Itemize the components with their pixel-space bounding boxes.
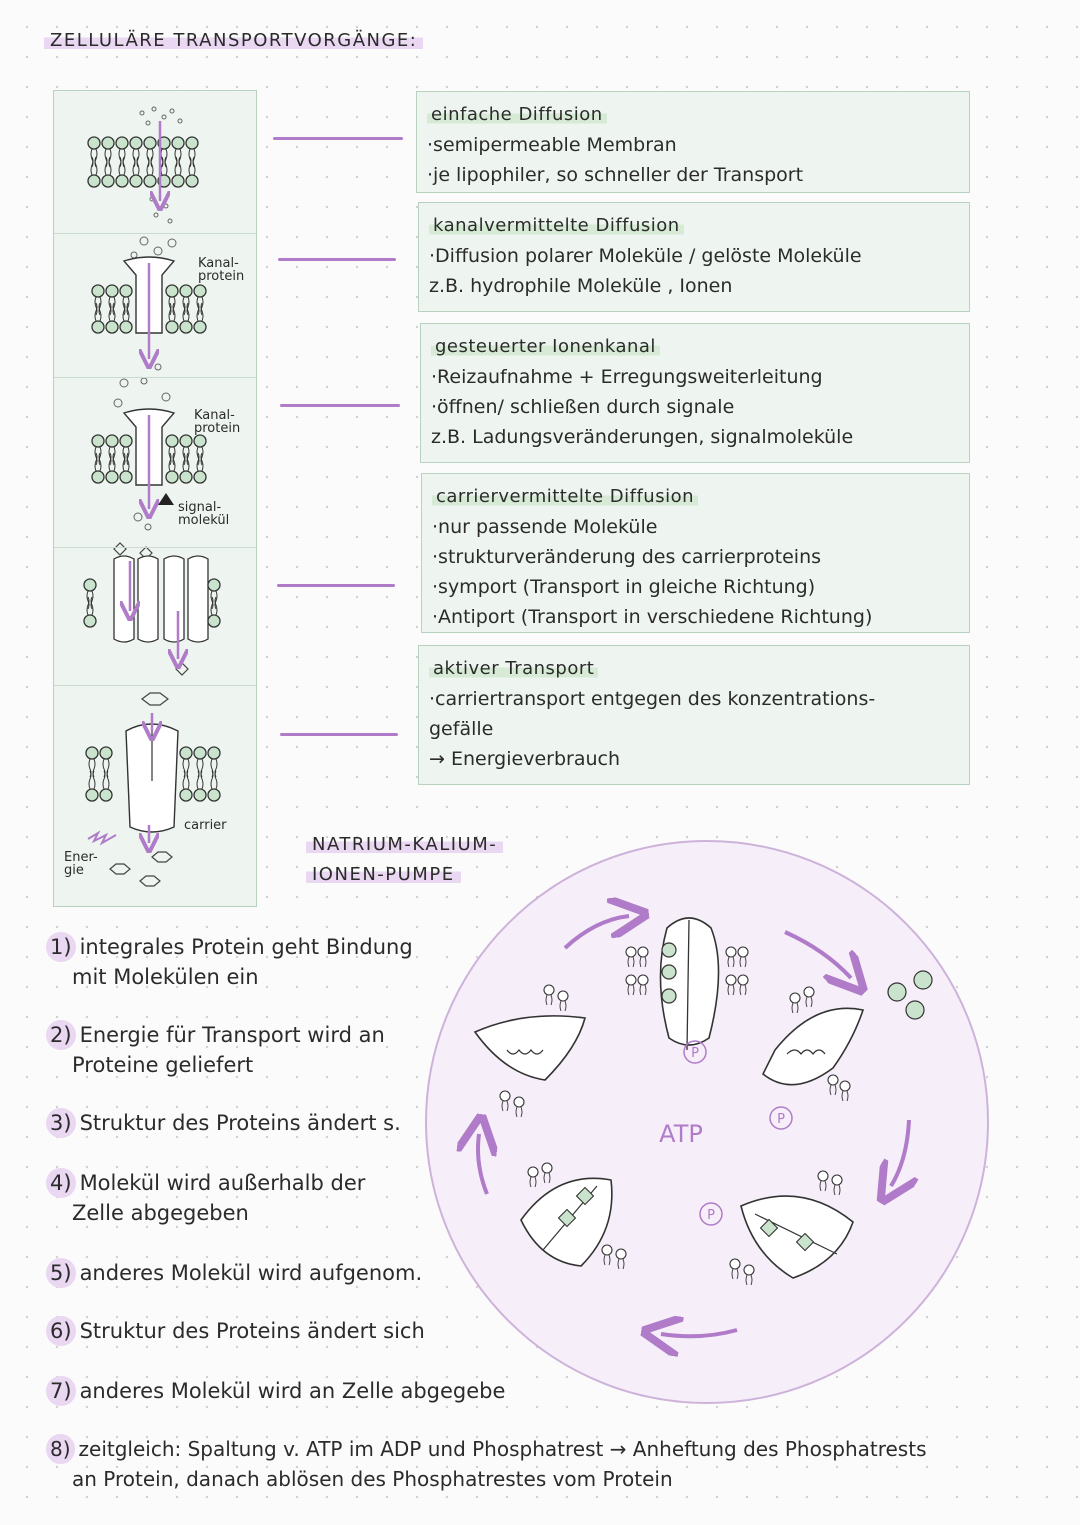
step-7: 7)anderes Molekül wird an Zelle abgegebe	[46, 1376, 505, 1406]
membrane-figure-panel: Kanal-protein Kanal-protein signal-molek…	[53, 90, 257, 907]
pump-protein-right-upper	[761, 970, 933, 1102]
cycle-arrow	[784, 930, 851, 978]
pump-protein-top	[625, 917, 749, 1051]
membrane-illustrations	[83, 106, 221, 887]
active-transport-figure	[85, 692, 221, 887]
simple-diffusion-figure	[87, 106, 199, 224]
connector-line	[280, 733, 398, 736]
carrier-label: carrier	[184, 818, 227, 833]
panel-divider	[54, 377, 256, 378]
channel-protein-label: Kanal-protein	[194, 408, 241, 436]
energy-label: Ener-gie	[64, 850, 98, 878]
pump-cycle-diagram: P P P ATP	[425, 840, 933, 1400]
info-box-active-transport: aktiver Transport ·carriertransport entg…	[418, 645, 970, 785]
info-box-gated-channel: gesteuerter Ionenkanal ·Reizaufnahme + E…	[420, 323, 970, 463]
panel-divider	[54, 233, 256, 234]
step-8: 8)zeitgleich: Spaltung v. ATP im ADP und…	[46, 1434, 927, 1494]
cycle-arrow	[478, 1134, 487, 1195]
page-title: ZELLULÄRE TRANSPORTVORGÄNGE:	[44, 30, 424, 51]
cycle-arrow	[661, 1330, 738, 1336]
svg-text:P: P	[707, 1208, 715, 1223]
step-3: 3)Struktur des Proteins ändert s.	[46, 1108, 401, 1138]
cycle-arrow	[891, 1119, 909, 1186]
step-4: 4)Molekül wird außerhalb der Zelle abgeg…	[46, 1168, 365, 1228]
step-6: 6)Struktur des Proteins ändert sich	[46, 1316, 425, 1346]
gated-channel-figure	[91, 363, 207, 531]
panel-divider	[54, 547, 256, 548]
pump-title: NATRIUM-KALIUM- IONEN-PUMPE	[306, 830, 504, 890]
connector-line	[273, 137, 403, 140]
step-2: 2)Energie für Transport wird an Proteine…	[46, 1020, 385, 1080]
info-box-simple-diffusion: einfache Diffusion ·semipermeable Membra…	[416, 91, 970, 193]
step-5: 5)anderes Molekül wird aufgenom.	[46, 1258, 422, 1288]
panel-divider	[54, 685, 256, 686]
channel-diffusion-figure	[91, 236, 207, 359]
connector-line	[278, 258, 396, 261]
svg-text:P: P	[691, 1046, 699, 1061]
signal-molecule-label: signal-molekül	[178, 500, 230, 528]
connector-line	[277, 584, 395, 587]
atp-label: ATP	[659, 1120, 703, 1148]
step-1: 1)integrales Protein geht Bindung mit Mo…	[46, 932, 413, 992]
pump-protein-lower-right	[729, 1170, 854, 1286]
connector-line	[280, 404, 400, 407]
info-box-carrier-diffusion: carriervermittelte Diffusion ·nur passen…	[421, 473, 970, 633]
cycle-arrow	[563, 916, 629, 950]
phosphate-icon: P	[769, 1106, 793, 1130]
pump-protein-lower-left	[520, 1162, 627, 1270]
pump-protein-left-upper	[473, 984, 587, 1118]
phosphate-icon: P	[699, 1202, 723, 1226]
info-box-channel-diffusion: kanalvermittelte Diffusion ·Diffusion po…	[418, 202, 970, 312]
svg-text:P: P	[777, 1112, 785, 1127]
carrier-diffusion-figure	[83, 542, 221, 676]
phosphate-icon: P	[683, 1040, 707, 1064]
channel-protein-label: Kanal-protein	[198, 256, 245, 284]
